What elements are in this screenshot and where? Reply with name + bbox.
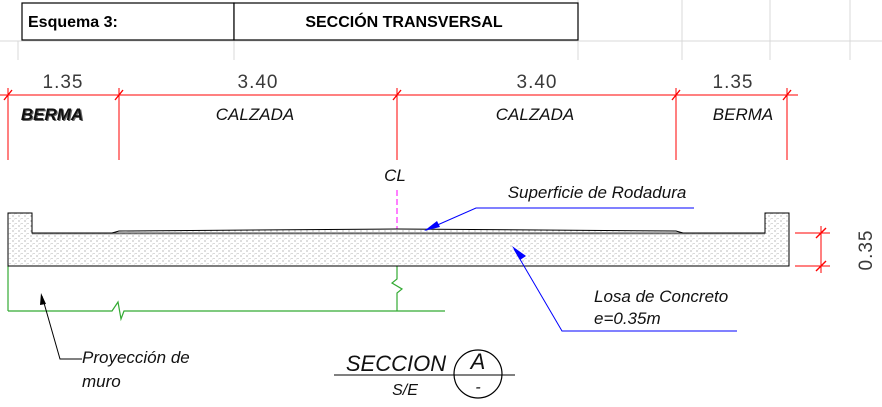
section-tag-circle — [453, 349, 503, 399]
section-tag-sheet: - — [475, 379, 480, 396]
wall-label-line2: muro — [82, 372, 121, 391]
wall-leader — [40, 293, 82, 360]
section-tag: SECCION A - S/E — [334, 349, 515, 399]
zone-berma-left: BERMA — [22, 106, 84, 125]
top-dimension — [0, 88, 798, 160]
header: Esquema 3: SECCIÓN TRANSVERSAL — [21, 2, 579, 41]
header-title-cell — [233, 2, 579, 41]
dimension-calzada-left: 3.40 — [238, 72, 279, 93]
surface-label: Superficie de Rodadura — [508, 183, 687, 202]
wall-projection — [7, 266, 445, 322]
zone-calzada-right: CALZADA — [496, 105, 574, 124]
section-tag-scale: S/E — [392, 382, 418, 399]
slab-label-line2: e=0.35m — [594, 309, 661, 328]
section-tag-name: SECCION — [346, 351, 446, 376]
dimension-berma-right: 1.35 — [713, 72, 754, 93]
header-title: SECCIÓN TRANSVERSAL — [305, 12, 503, 31]
dimension-calzada-right: 3.40 — [517, 72, 558, 93]
surface-leader — [424, 207, 694, 231]
header-label-cell — [21, 2, 235, 41]
dimension-thickness: 0.35 — [856, 230, 877, 271]
concrete-slab — [7, 212, 790, 267]
slab-label-line1: Losa de Concreto — [594, 287, 728, 306]
zone-berma-left-front: BERMA — [21, 105, 83, 124]
wall-label-line1: Proyección de — [82, 348, 190, 367]
dimension-berma-left: 1.35 — [43, 72, 84, 93]
header-label: Esquema 3: — [28, 14, 118, 31]
centerline-label: CL — [384, 166, 406, 185]
section-tag-letter: A — [469, 349, 486, 374]
zone-calzada-left: CALZADA — [216, 105, 294, 124]
thickness-dimension — [795, 226, 830, 273]
zone-berma-right: BERMA — [713, 105, 773, 124]
slab-leader — [512, 246, 737, 332]
